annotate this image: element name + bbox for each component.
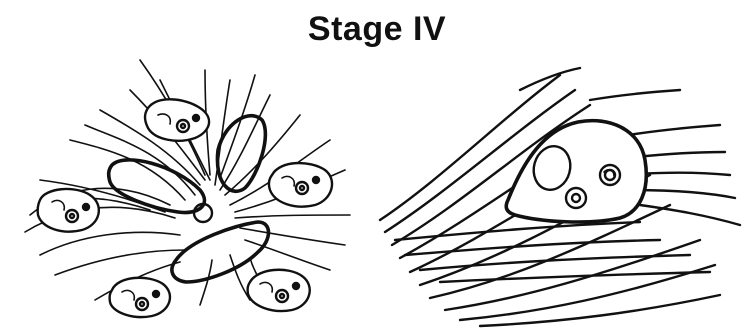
fibroblast-cell	[506, 121, 646, 222]
